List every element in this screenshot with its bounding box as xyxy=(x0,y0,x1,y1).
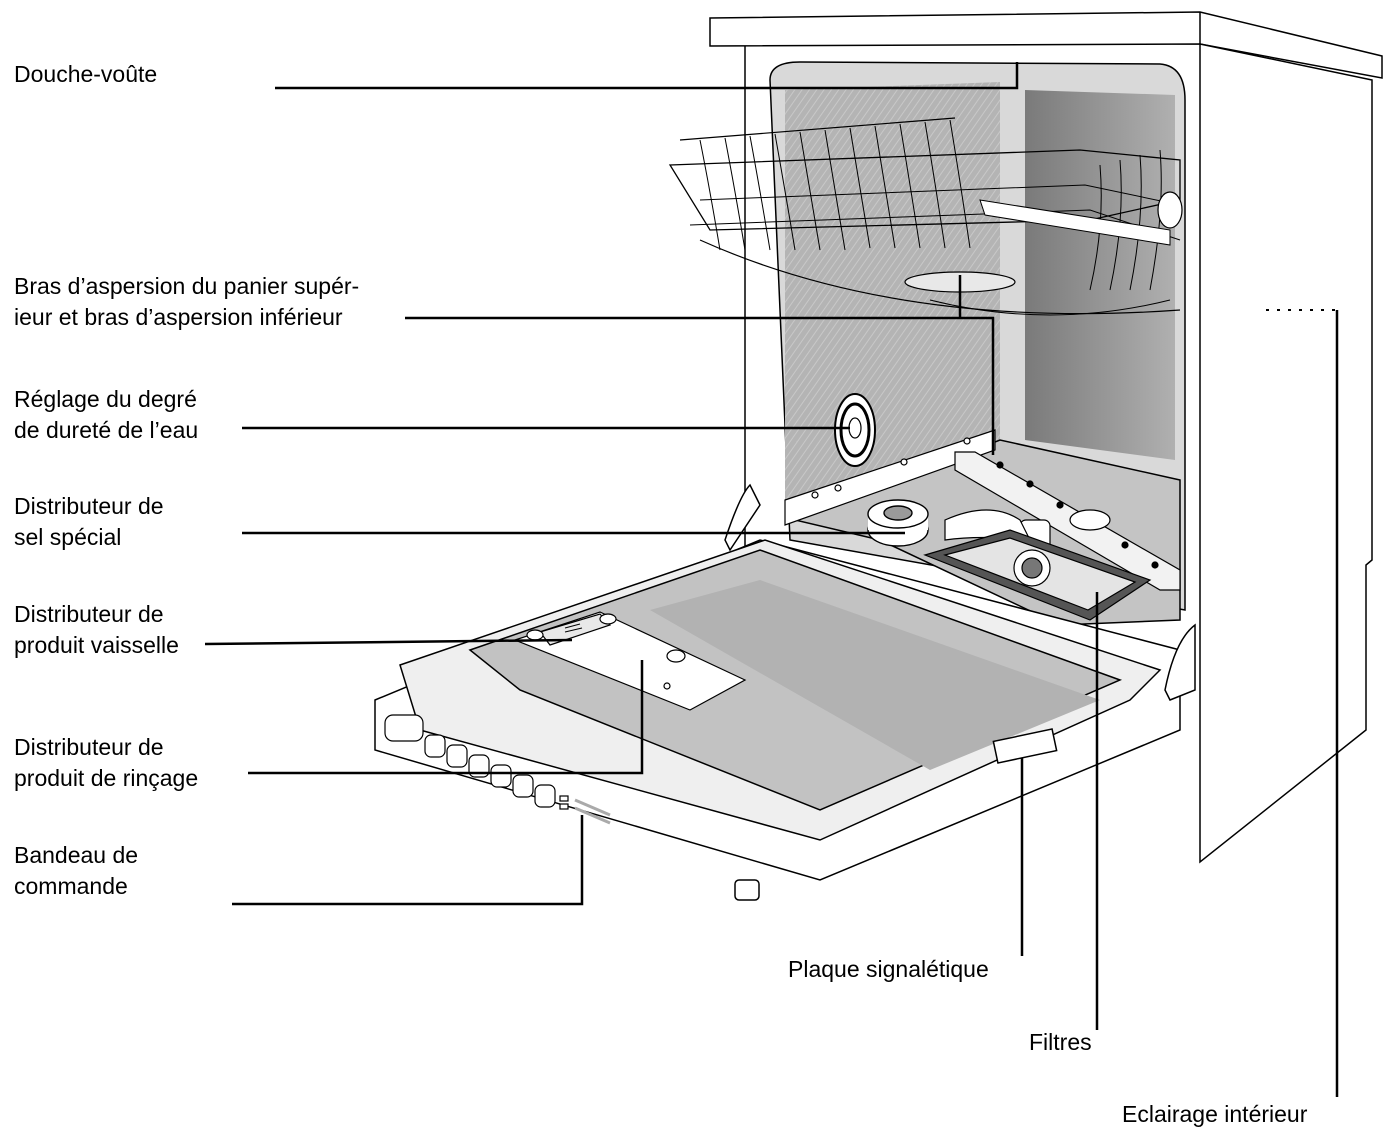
leader-vaisselle xyxy=(204,638,573,646)
leader-bandeau xyxy=(232,815,584,906)
control-panel xyxy=(384,714,611,825)
water-hardness-dial xyxy=(834,393,876,467)
label-sel: Distributeur de sel spécial xyxy=(14,491,164,553)
label-durete: Réglage du degré de dureté de l’eau xyxy=(14,384,198,446)
label-sel-line1: Distributeur de xyxy=(14,493,164,519)
label-plaque: Plaque signalétique xyxy=(788,954,989,985)
label-bras-aspersion: Bras d’aspersion du panier supér- ieur e… xyxy=(14,271,359,333)
label-vaisselle: Distributeur de produit vaisselle xyxy=(14,599,179,661)
leader-douche-voute xyxy=(275,62,1019,90)
label-rincage-line2: produit de rinçage xyxy=(14,765,199,791)
label-bandeau-line2: commande xyxy=(14,873,128,899)
side-panel xyxy=(1199,43,1373,864)
label-vaisselle-line2: produit vaisselle xyxy=(14,632,179,658)
lower-spray-arm xyxy=(944,451,1181,591)
label-filtres: Filtres xyxy=(1029,1027,1092,1058)
label-douche-voute: Douche-voûte xyxy=(14,59,157,90)
leader-bras-aspersion xyxy=(405,316,995,455)
filter-assembly xyxy=(923,529,1152,621)
label-bandeau: Bandeau de commande xyxy=(14,840,138,902)
back-rail xyxy=(784,429,996,526)
label-plaque-line1: Plaque signalétique xyxy=(788,956,989,982)
label-sel-line2: sel spécial xyxy=(14,524,122,550)
label-bras-aspersion-line1: Bras d’aspersion du panier supér- xyxy=(14,273,360,299)
label-bandeau-line1: Bandeau de xyxy=(14,842,139,868)
salt-dispenser xyxy=(867,499,929,547)
label-filtres-line1: Filtres xyxy=(1029,1029,1092,1055)
upper-basket xyxy=(668,117,1181,316)
leader-rincage xyxy=(248,660,644,775)
label-eclairage-line1: Eclairage intérieur xyxy=(1122,1101,1308,1127)
label-eclairage: Eclairage intérieur xyxy=(1122,1099,1307,1130)
label-rincage: Distributeur de produit de rinçage xyxy=(14,732,198,794)
label-rincage-line1: Distributeur de xyxy=(14,734,164,760)
label-durete-line1: Réglage du degré xyxy=(14,386,197,412)
leader-lines xyxy=(204,62,1339,1097)
label-vaisselle-line1: Distributeur de xyxy=(14,601,164,627)
label-douche-voute-line1: Douche-voûte xyxy=(14,61,158,87)
cabinet xyxy=(709,11,1383,864)
label-bras-aspersion-line2: ieur et bras d’aspersion inférieur xyxy=(14,304,343,330)
label-durete-line2: de dureté de l’eau xyxy=(14,417,199,443)
